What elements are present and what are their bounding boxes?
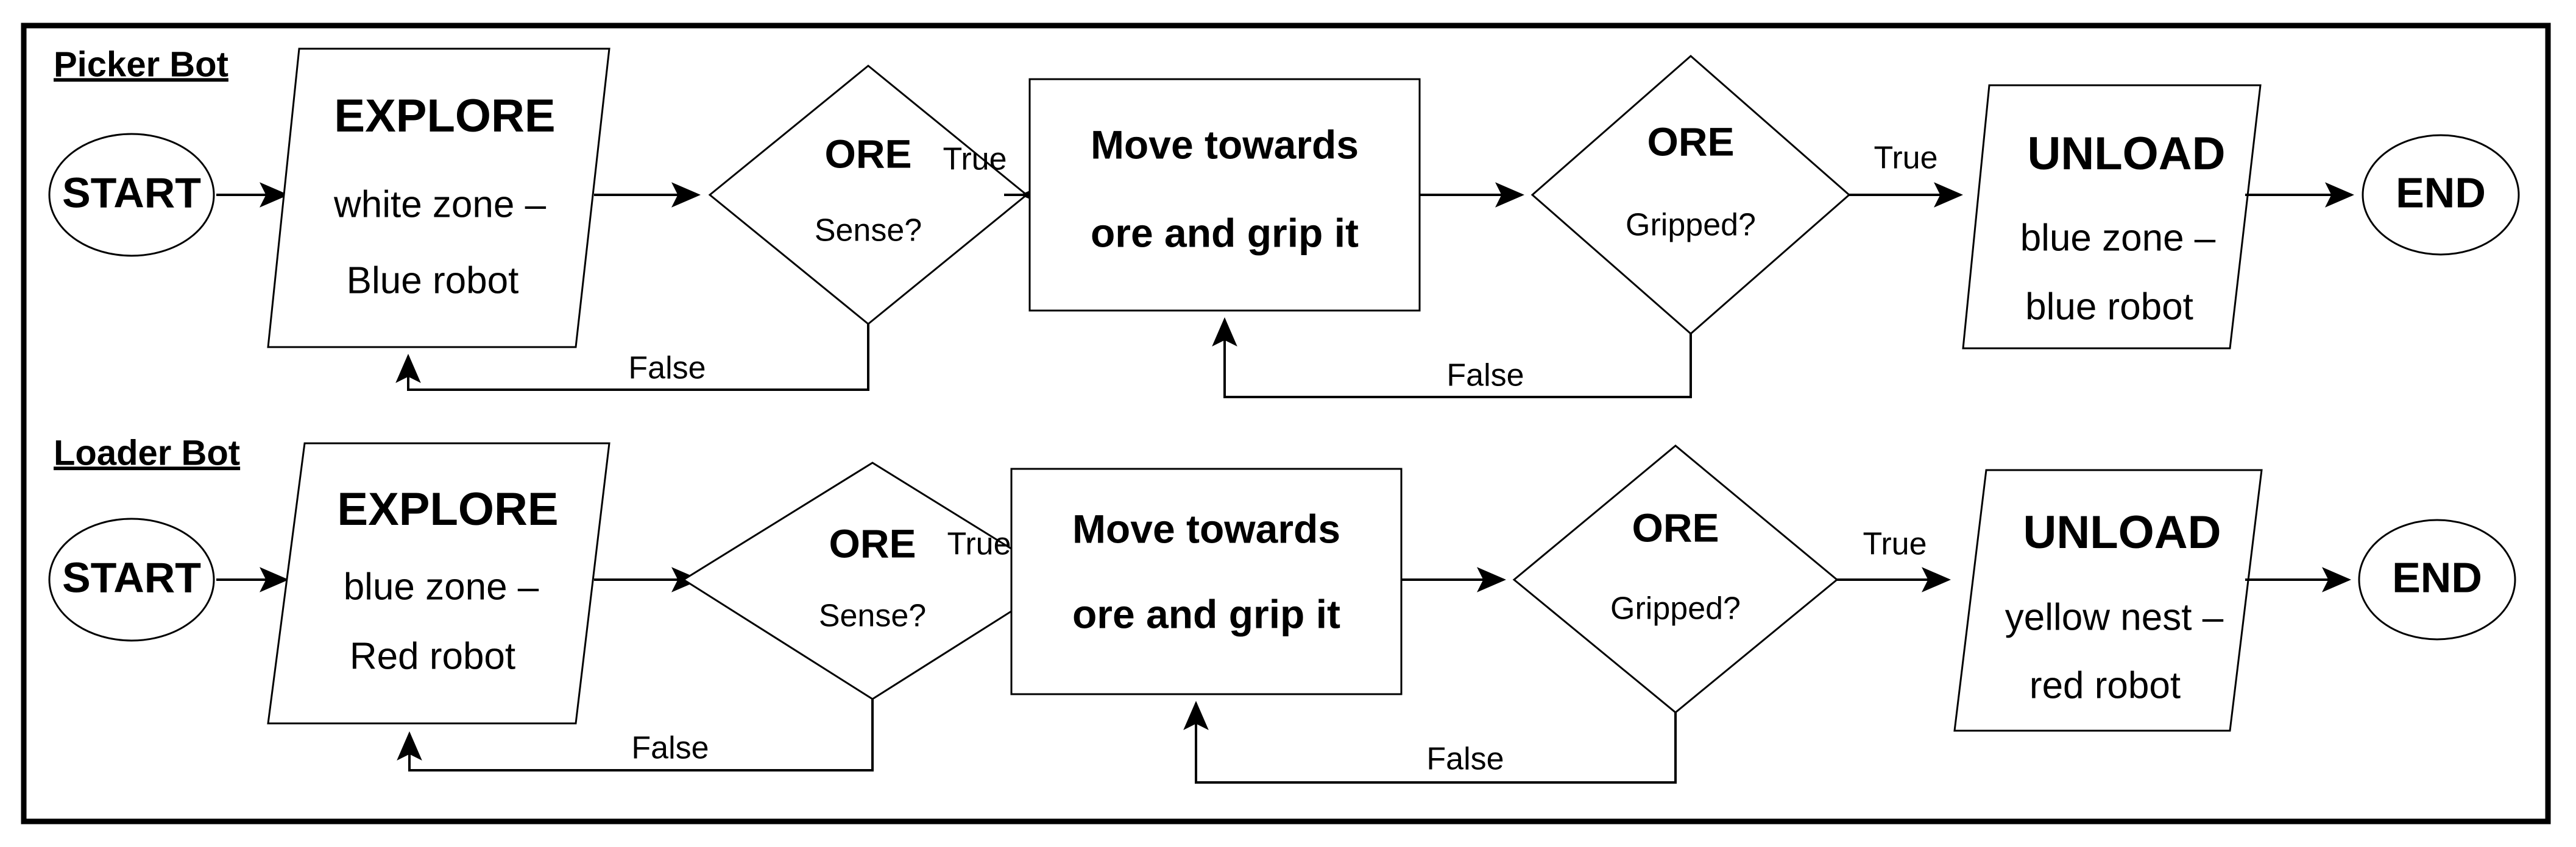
gripped-title: ORE (1647, 119, 1734, 164)
unload-title: UNLOAD (2023, 507, 2221, 558)
edge-label-gripped-true-loader: True (1863, 527, 1927, 562)
edge-gripped-false-loop-picker (1212, 317, 1692, 398)
unload-parallelogram-shape (1953, 469, 2263, 732)
unload-title: UNLOAD (2027, 128, 2225, 180)
lane-label-loader-bot: Loader Bot (54, 433, 240, 473)
gripped-title: ORE (1632, 505, 1719, 550)
edge-sense-false-loop-loader (397, 699, 874, 771)
explore-title: EXPLORE (337, 483, 558, 535)
move-rect-shape (1010, 468, 1403, 695)
node-decision-gripped-picker[interactable]: ORE Gripped? (1530, 55, 1851, 335)
lane-picker-bot: Picker Bot START EXPLORE white zone – Bl… (48, 44, 2520, 398)
unload-line2: yellow nest – (2005, 596, 2224, 638)
move-line2: ore and grip it (1091, 210, 1359, 255)
explore-line3: Blue robot (347, 259, 519, 301)
diagram-outer-frame (21, 23, 2551, 824)
move-line2: ore and grip it (1072, 591, 1340, 636)
edge-sense-false-loop-picker (395, 324, 869, 391)
sense-question: Sense? (819, 599, 926, 634)
explore-title: EXPLORE (334, 90, 555, 142)
explore-line2: blue zone – (344, 566, 539, 608)
edge-label-sense-false-picker: False (628, 351, 706, 386)
explore-line2: white zone – (333, 183, 547, 225)
edge-label-gripped-true-picker: True (1874, 141, 1938, 176)
gripped-question: Gripped? (1610, 591, 1741, 627)
sense-diamond-shape (682, 462, 1063, 700)
unload-line3: red robot (2029, 664, 2181, 706)
unload-line2: blue zone – (2020, 217, 2216, 259)
end-label: END (2392, 554, 2482, 601)
lane-loader-bot: Loader Bot START EXPLORE blue zone – Red… (48, 433, 2516, 784)
explore-parallelogram-shape (267, 47, 610, 348)
unload-line3: blue robot (2025, 286, 2193, 328)
edge-label-gripped-false-picker: False (1446, 358, 1524, 393)
edge-label-sense-true-loader: True (947, 527, 1011, 562)
explore-parallelogram-shape (267, 442, 610, 725)
move-line1: Move towards (1091, 122, 1359, 167)
start-ellipse-shape (48, 518, 215, 642)
node-unload-loader[interactable]: UNLOAD yellow nest – red robot (1953, 469, 2263, 732)
node-action-move-loader[interactable]: Move towards ore and grip it (1010, 468, 1403, 695)
node-start-loader[interactable]: START (48, 518, 215, 642)
start-label: START (62, 169, 201, 216)
node-decision-sense-picker[interactable]: ORE Sense? (708, 65, 1028, 325)
lane-label-picker-bot: Picker Bot (54, 44, 228, 84)
end-ellipse-shape (2362, 134, 2520, 256)
node-explore-loader[interactable]: EXPLORE blue zone – Red robot (267, 442, 610, 725)
node-decision-sense-loader[interactable]: ORE Sense? (682, 462, 1063, 700)
node-unload-picker[interactable]: UNLOAD blue zone – blue robot (1962, 84, 2262, 350)
node-decision-gripped-loader[interactable]: ORE Gripped? (1512, 445, 1839, 714)
node-action-move-picker[interactable]: Move towards ore and grip it (1028, 78, 1421, 312)
start-label: START (62, 554, 201, 601)
sense-title: ORE (824, 131, 911, 176)
edge-label-sense-true-picker: True (943, 142, 1007, 177)
sense-diamond-shape (708, 65, 1028, 325)
sense-title: ORE (829, 521, 916, 566)
explore-line3: Red robot (350, 635, 515, 677)
edge-gripped-false-loop-loader (1183, 701, 1677, 784)
node-end-picker[interactable]: END (2362, 134, 2520, 256)
end-ellipse-shape (2358, 519, 2516, 641)
start-ellipse-shape (48, 133, 215, 257)
edge-label-gripped-false-loader: False (1426, 742, 1504, 777)
unload-parallelogram-shape (1962, 84, 2262, 350)
end-label: END (2396, 169, 2486, 216)
sense-question: Sense? (815, 213, 922, 248)
gripped-diamond-shape (1512, 445, 1839, 714)
gripped-question: Gripped? (1626, 208, 1756, 243)
gripped-diamond-shape (1530, 55, 1851, 335)
node-end-loader[interactable]: END (2358, 519, 2516, 641)
edge-label-sense-false-loader: False (631, 731, 709, 766)
node-start-picker[interactable]: START (48, 133, 215, 257)
move-rect-shape (1028, 78, 1421, 312)
move-line1: Move towards (1072, 506, 1340, 551)
node-explore-picker[interactable]: EXPLORE white zone – Blue robot (267, 47, 610, 348)
